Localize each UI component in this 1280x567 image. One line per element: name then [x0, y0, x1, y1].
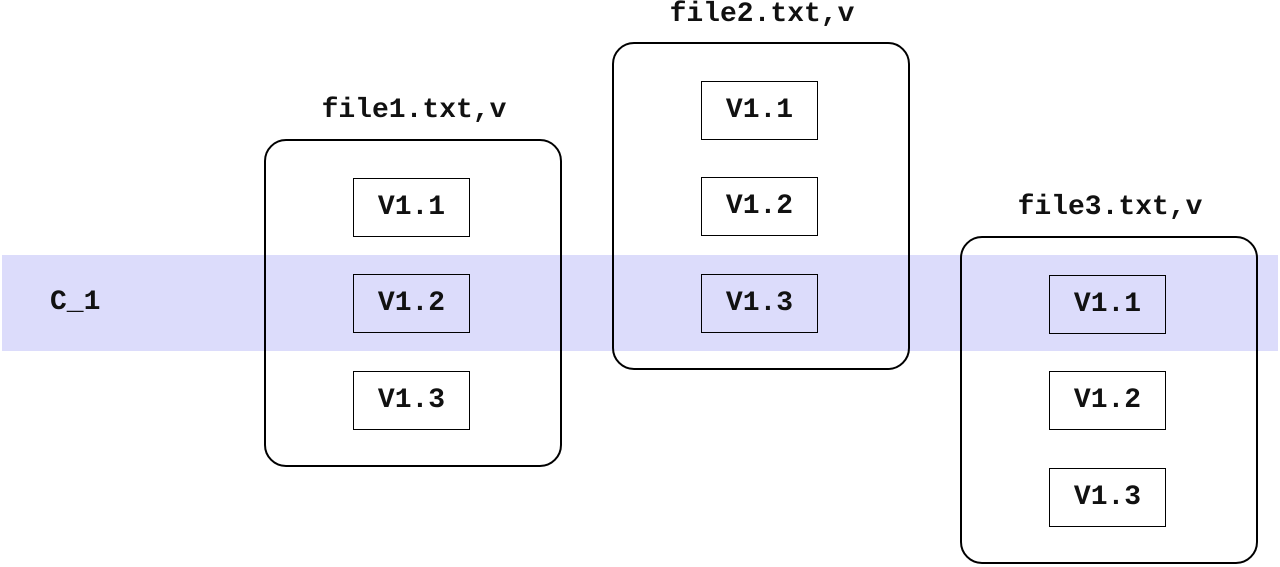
- revision-box: V1.2: [701, 177, 818, 236]
- revision-box: V1.1: [353, 178, 470, 237]
- tag-band: [2, 255, 1278, 351]
- revision-box: V1.3: [353, 371, 470, 430]
- file-title: file1.txt,v: [321, 95, 507, 126]
- revision-box: V1.3: [1049, 468, 1166, 527]
- revision-box: V1.3: [701, 274, 818, 333]
- file-title: file2.txt,v: [669, 0, 855, 30]
- revision-box: V1.2: [353, 274, 470, 333]
- file-frame: V1.1 V1.2 V1.3: [264, 139, 562, 467]
- revision-box: V1.1: [1049, 275, 1166, 334]
- file-frame: V1.1 V1.2 V1.3: [960, 236, 1258, 564]
- tag-label: C_1: [50, 287, 101, 318]
- file-frame: V1.1 V1.2 V1.3: [612, 42, 910, 370]
- revision-box: V1.1: [701, 81, 818, 140]
- file-title: file3.txt,v: [1017, 192, 1203, 223]
- revision-box: V1.2: [1049, 371, 1166, 430]
